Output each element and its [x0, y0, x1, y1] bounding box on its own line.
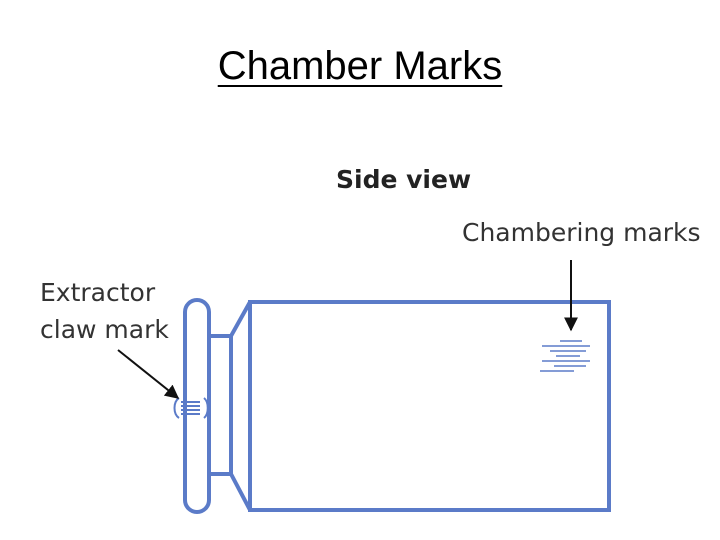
slide-title: Chamber Marks	[0, 44, 720, 89]
extractor-claw-label: Extractor claw mark	[40, 274, 169, 348]
extractor-claw-mark	[173, 397, 209, 419]
extractor-arrow	[117, 349, 180, 399]
cartridge-groove	[209, 301, 252, 511]
side-view-heading: Side view	[336, 165, 472, 194]
slide-title-text: Chamber Marks	[217, 44, 503, 88]
extractor-label-line2: claw mark	[40, 315, 169, 344]
cartridge-case-body	[248, 300, 611, 512]
chambering-marks-label: Chambering marks	[462, 218, 701, 247]
extractor-label-line1: Extractor	[40, 278, 156, 307]
chambering-marks	[540, 340, 590, 372]
